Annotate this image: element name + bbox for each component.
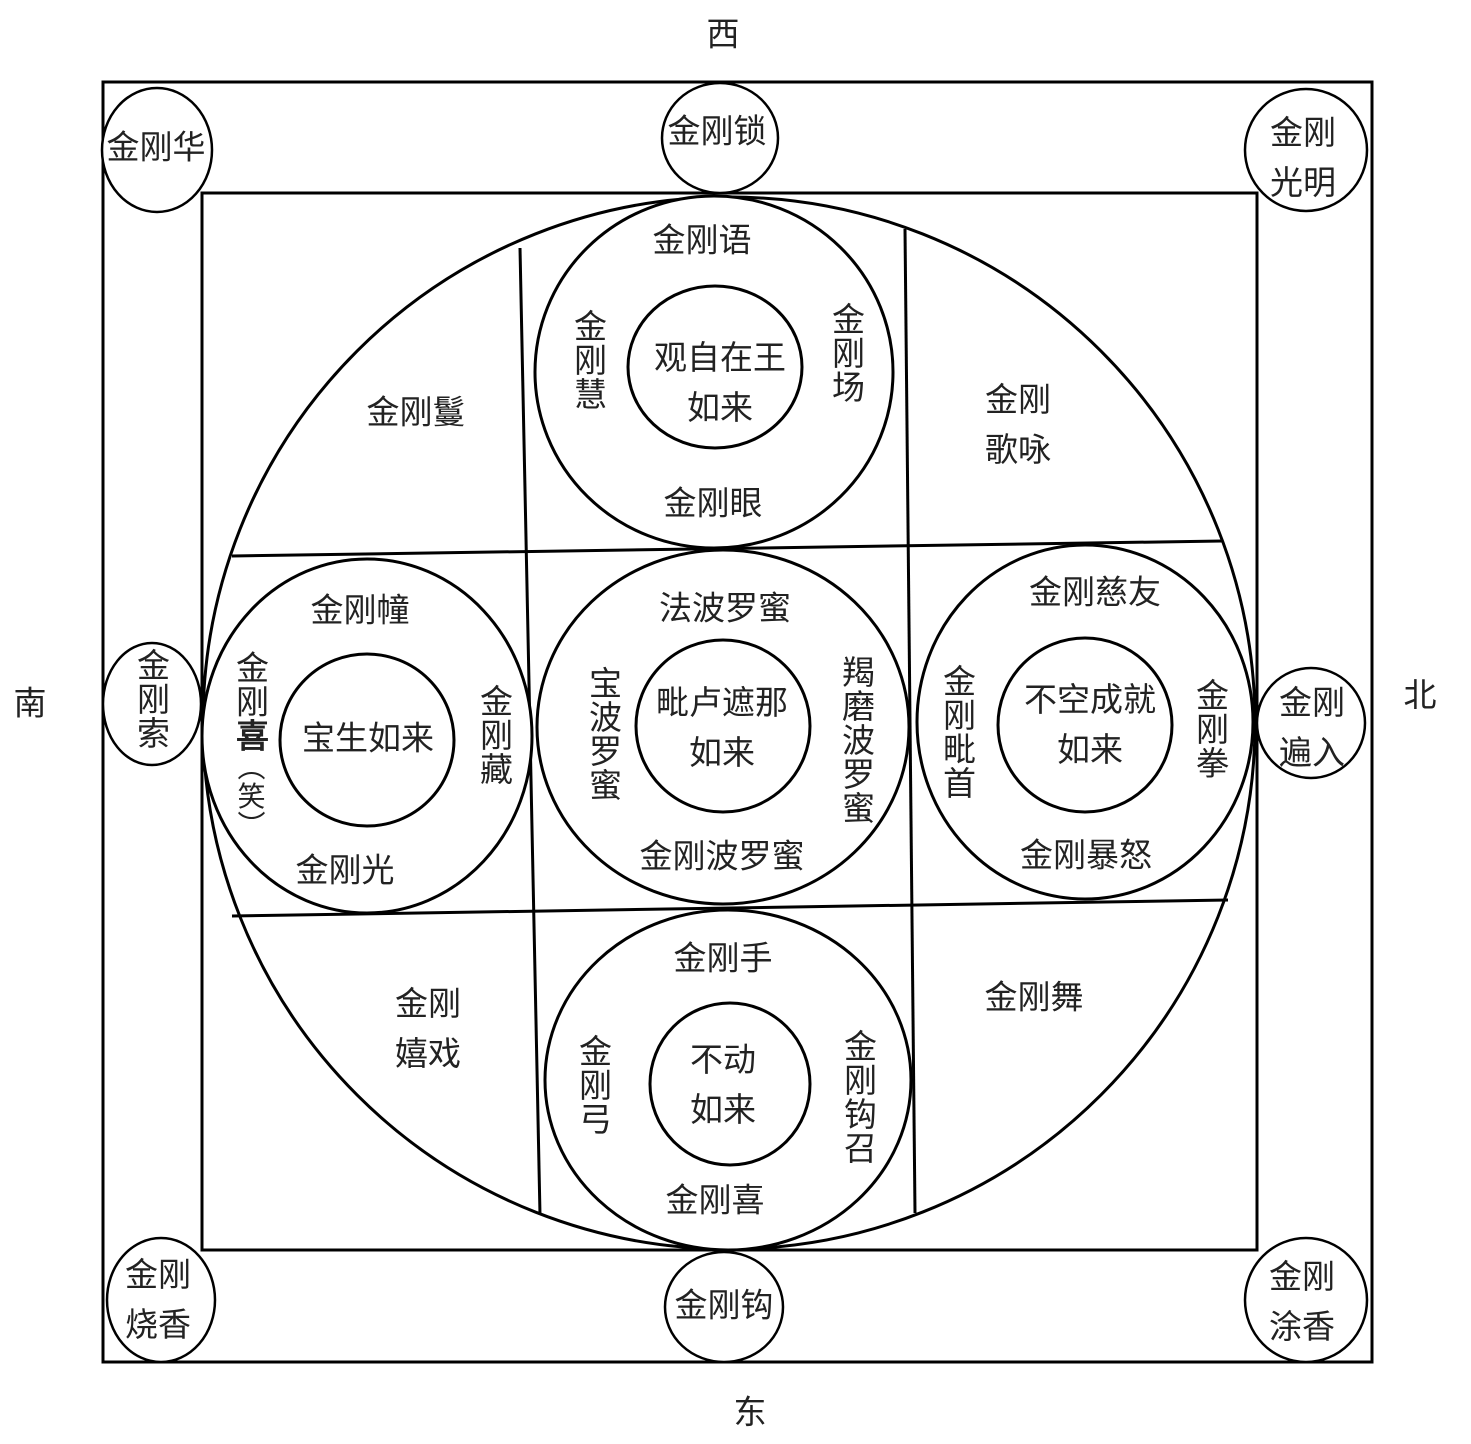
east-center-line-1: 不动 xyxy=(690,1040,756,1079)
gate-circle-top-right xyxy=(1243,87,1369,213)
gate-circle-bottom-left xyxy=(105,1236,217,1364)
direction-south-label: 南 xyxy=(13,683,47,723)
east-left-label: 金刚弓 xyxy=(573,1034,613,1136)
east-right-label: 金刚钩召 xyxy=(838,1029,878,1165)
north-left-label: 金刚毗首 xyxy=(937,664,977,800)
center-center-line-2: 如来 xyxy=(689,733,755,772)
gate-circle-top-center xyxy=(660,81,780,195)
west-center-line-1: 观自在王 xyxy=(654,338,786,377)
center-inner-circle xyxy=(634,638,812,814)
west-right-label: 金刚场 xyxy=(826,302,866,404)
east-center-line-2: 如来 xyxy=(690,1090,756,1129)
west-left-label: 金刚慧 xyxy=(568,309,608,411)
gate-bottom-left-label: 金刚 烧香 xyxy=(125,1250,191,1350)
quadrant-top-right-label: 金刚 歌咏 xyxy=(985,375,1051,475)
quadrant-top-left-label: 金刚鬘 xyxy=(366,392,466,432)
west-center-line-2: 如来 xyxy=(687,388,753,427)
gate-top-right-label: 金刚 光明 xyxy=(1270,108,1336,208)
grid-line-horizontal-lower xyxy=(231,898,1229,918)
outer-square xyxy=(101,80,1374,1364)
gate-bottom-center-label: 金刚钩 xyxy=(674,1285,774,1325)
north-right-label: 金刚拳 xyxy=(1190,678,1230,780)
west-bottom-label: 金刚眼 xyxy=(663,483,763,523)
south-left-label-part-3: （笑） xyxy=(233,752,267,840)
north-center-label: 不空成就 如来 xyxy=(1024,675,1156,775)
west-center-label: 观自在王 如来 xyxy=(654,333,786,433)
south-left-label: 金刚喜（笑） xyxy=(230,650,270,840)
gate-bottom-left-line-1: 金刚 xyxy=(125,1255,191,1294)
north-inner-circle xyxy=(996,636,1174,814)
quadrant-bottom-left-label: 金刚 嬉戏 xyxy=(395,979,461,1079)
south-bottom-label: 金刚光 xyxy=(295,850,395,890)
quadrant-top-right-line-2: 歌咏 xyxy=(985,430,1051,469)
gate-bottom-right-line-1: 金刚 xyxy=(1269,1257,1335,1296)
center-center-label: 毗卢遮那 如来 xyxy=(656,678,788,778)
south-left-label-part-2: 喜 xyxy=(230,718,270,753)
south-inner-circle xyxy=(278,652,456,828)
gate-right-middle-line-1: 金刚 xyxy=(1279,683,1345,722)
direction-north-label: 北 xyxy=(1403,675,1437,715)
gate-right-middle-label: 金刚 遍入 xyxy=(1279,678,1345,778)
gate-left-middle-label: 金刚索 xyxy=(131,648,171,750)
east-center-label: 不动 如来 xyxy=(690,1035,756,1135)
north-top-label: 金刚慈友 xyxy=(1029,572,1161,612)
south-left-label-part-1: 金刚 xyxy=(230,650,270,719)
quadrant-bottom-left-line-1: 金刚 xyxy=(395,984,461,1023)
gate-top-right-line-2: 光明 xyxy=(1270,163,1336,202)
north-bottom-label: 金刚暴怒 xyxy=(1020,835,1152,875)
gate-circle-bottom-right xyxy=(1243,1236,1369,1364)
west-inner-circle xyxy=(626,284,804,450)
west-top-label: 金刚语 xyxy=(652,220,752,260)
center-center-line-1: 毗卢遮那 xyxy=(656,683,788,722)
gate-circle-left-middle xyxy=(101,641,203,767)
gate-bottom-right-line-2: 涂香 xyxy=(1269,1307,1335,1346)
gate-top-center-label: 金刚锁 xyxy=(667,111,767,151)
center-left-label: 宝波罗蜜 xyxy=(583,666,623,802)
east-bottom-label: 金刚喜 xyxy=(665,1180,765,1220)
gate-circle-top-left xyxy=(100,86,214,214)
quadrant-bottom-right-label: 金刚舞 xyxy=(984,977,1084,1017)
east-inner-circle xyxy=(648,1001,812,1167)
center-bottom-label: 金刚波罗蜜 xyxy=(639,836,805,876)
gate-circle-bottom-center xyxy=(663,1250,785,1364)
south-top-label: 金刚幢 xyxy=(310,590,410,630)
direction-west-label: 西 xyxy=(706,14,740,54)
south-center-label: 宝生如来 xyxy=(302,718,434,758)
quadrant-top-right-line-1: 金刚 xyxy=(985,380,1051,419)
direction-east-label: 东 xyxy=(733,1392,767,1432)
gate-circle-right-middle xyxy=(1255,666,1367,780)
north-center-line-1: 不空成就 xyxy=(1024,680,1156,719)
gate-bottom-right-label: 金刚 涂香 xyxy=(1269,1252,1335,1352)
north-center-line-2: 如来 xyxy=(1057,730,1123,769)
east-top-label: 金刚手 xyxy=(673,938,773,978)
south-right-label: 金刚藏 xyxy=(474,684,514,786)
gate-right-middle-line-2: 遍入 xyxy=(1279,733,1345,772)
center-right-label: 羯磨波罗蜜 xyxy=(836,655,876,825)
gate-top-left-label: 金刚华 xyxy=(106,127,206,167)
gate-top-right-line-1: 金刚 xyxy=(1270,113,1336,152)
gate-bottom-left-line-2: 烧香 xyxy=(125,1305,191,1344)
quadrant-bottom-left-line-2: 嬉戏 xyxy=(395,1034,461,1073)
center-top-label: 法波罗蜜 xyxy=(659,588,791,628)
